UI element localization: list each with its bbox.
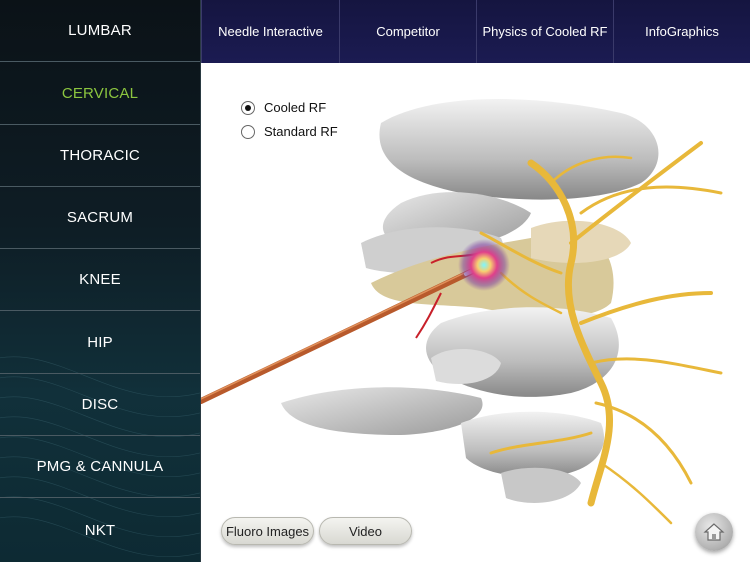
tab-needle-interactive[interactable]: Needle Interactive <box>201 0 339 63</box>
home-button[interactable] <box>695 513 733 551</box>
sidebar-item-label: PMG & CANNULA <box>36 458 164 475</box>
tab-label: Needle Interactive <box>218 24 323 39</box>
option-label: Cooled RF <box>264 100 327 115</box>
sidebar-item-sacrum[interactable]: SACRUM <box>0 187 200 249</box>
button-label: Fluoro Images <box>225 523 310 539</box>
sidebar-item-label: SACRUM <box>66 209 134 226</box>
home-icon <box>703 523 725 541</box>
tab-label: Competitor <box>376 24 440 39</box>
sidebar-item-knee[interactable]: KNEE <box>0 249 200 311</box>
fluoro-images-button[interactable]: Fluoro Images <box>221 517 314 545</box>
tab-label: Physics of Cooled RF <box>482 24 608 39</box>
sidebar-item-pmg-cannula[interactable]: PMG & CANNULA <box>0 436 200 498</box>
sidebar-item-label: DISC <box>81 396 119 413</box>
sidebar: LUMBAR CERVICAL THORACIC SACRUM KNEE HIP… <box>0 0 201 562</box>
sidebar-item-label: NKT <box>84 521 116 539</box>
sidebar-item-label: THORACIC <box>60 147 140 164</box>
tab-infographics[interactable]: InfoGraphics <box>613 0 750 63</box>
sidebar-item-label: CERVICAL <box>61 85 139 102</box>
sidebar-item-label: LUMBAR <box>68 22 132 39</box>
video-button[interactable]: Video <box>319 517 412 545</box>
option-cooled-rf[interactable]: Cooled RF <box>241 100 326 115</box>
sidebar-item-nkt[interactable]: NKT <box>0 498 200 562</box>
sidebar-item-lumbar[interactable]: LUMBAR <box>0 0 200 62</box>
radio-button[interactable] <box>241 100 255 115</box>
radio-button[interactable] <box>241 124 255 139</box>
tab-physics-of-cooled-rf[interactable]: Physics of Cooled RF <box>476 0 613 63</box>
option-standard-rf[interactable]: Standard RF <box>241 124 338 139</box>
option-label: Standard RF <box>264 124 338 139</box>
decorative-contour-lines <box>0 356 200 558</box>
cervical-spine-illustration <box>201 99 723 525</box>
tab-label: InfoGraphics <box>645 24 719 39</box>
sidebar-item-label: KNEE <box>79 271 121 288</box>
sidebar-item-disc[interactable]: DISC <box>0 374 200 436</box>
sidebar-item-thoracic[interactable]: THORACIC <box>0 125 200 187</box>
sidebar-item-hip[interactable]: HIP <box>0 312 200 374</box>
radio-selected-dot <box>245 104 251 111</box>
top-nav: Needle Interactive Competitor Physics of… <box>201 0 750 64</box>
sidebar-item-cervical[interactable]: CERVICAL <box>0 63 200 125</box>
main-content: Cooled RF Standard RF Fluoro Images Vide… <box>201 63 750 562</box>
button-label: Video <box>348 523 382 539</box>
tab-competitor[interactable]: Competitor <box>339 0 476 63</box>
sidebar-item-label: HIP <box>87 334 113 351</box>
